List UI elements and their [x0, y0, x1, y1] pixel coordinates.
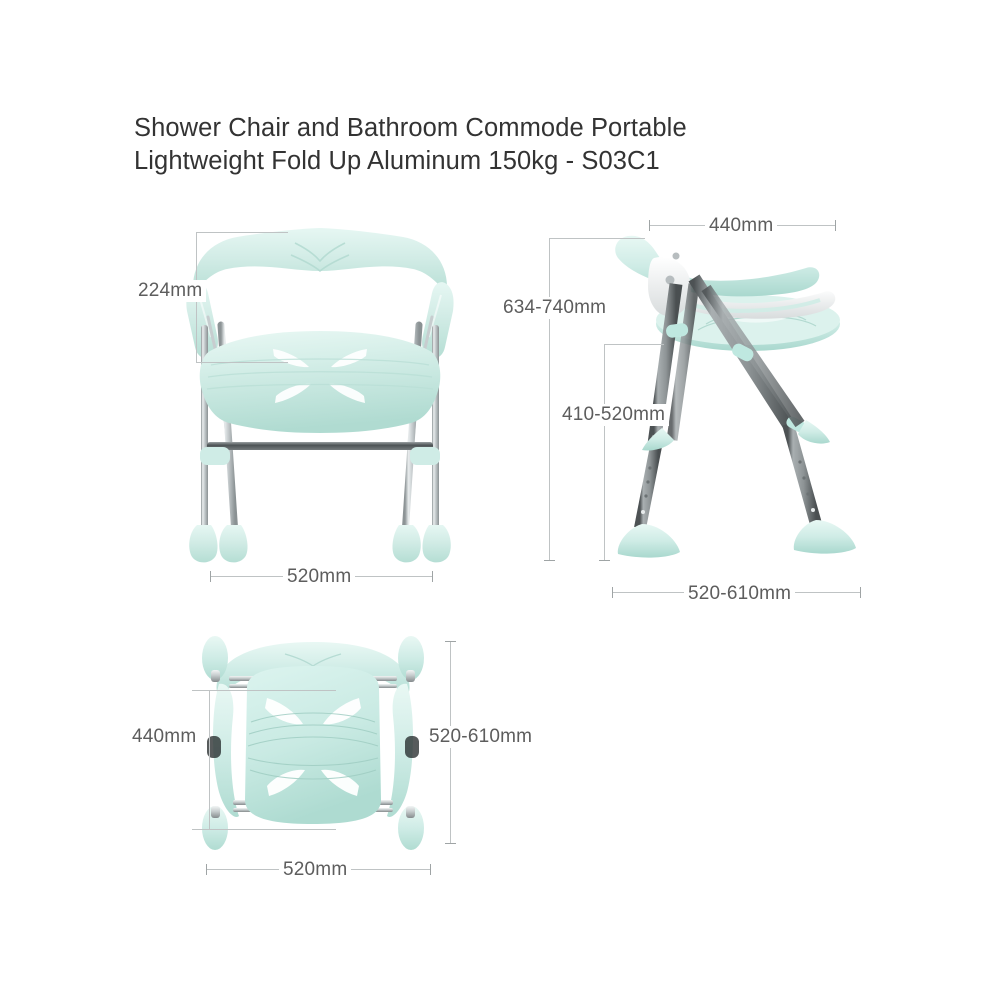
side-armrest-depth-tick-left [649, 220, 650, 231]
side-view [610, 228, 870, 568]
side-total-height-upper-ref [549, 238, 645, 239]
top-leg-ends [202, 636, 424, 850]
front-seat [199, 331, 441, 433]
top-overall-depth-tick-bottom [445, 843, 456, 844]
front-view-illustration [186, 228, 454, 563]
top-view-illustration [202, 636, 424, 850]
side-legs-front-rear-twin [642, 283, 700, 451]
front-width-tick-left [210, 571, 211, 582]
top-width-label: 520mm [279, 859, 352, 881]
top-width-tick-right [430, 864, 431, 875]
side-seat-height-tick-bottom [599, 560, 610, 561]
side-armrest-depth-label: 440mm [705, 215, 778, 237]
side-base-depth-label: 520-610mm [684, 583, 796, 605]
top-seat-depth-line [209, 690, 210, 829]
side-total-height-line [549, 238, 550, 560]
page-title-line-1: Shower Chair and Bathroom Commode Portab… [134, 114, 687, 142]
front-width-tick-right [432, 571, 433, 582]
side-view-illustration [615, 235, 856, 558]
side-armrest-upper [615, 235, 820, 297]
side-seat-height-label: 410-520mm [558, 404, 670, 426]
front-backrest-height-upper-ref [196, 232, 288, 233]
front-width-label: 520mm [283, 566, 356, 588]
top-seat-depth-label: 440mm [128, 726, 201, 748]
side-total-height-label: 634-740mm [499, 297, 611, 319]
front-armrest-right [422, 282, 454, 359]
side-seat-height-upper-ref [604, 344, 664, 345]
page-title-line-2: Lightweight Fold Up Aluminum 150kg - S03… [134, 147, 660, 175]
top-seat [245, 666, 381, 824]
top-view [185, 632, 440, 862]
side-seat-height-line [604, 344, 605, 560]
side-armrest-depth-tick-right [835, 220, 836, 231]
front-view [175, 225, 465, 575]
front-backrest-height-label: 224mm [134, 280, 207, 302]
top-overall-depth-tick-top [445, 641, 456, 642]
front-backrest-height-lower-ref [196, 362, 288, 363]
top-overall-depth-label: 520-610mm [425, 726, 537, 748]
top-seat-depth-lower-ref [192, 829, 336, 830]
front-crossbar [200, 442, 440, 465]
side-clamp-upper [666, 323, 689, 338]
side-base-depth-tick-left [612, 587, 613, 598]
side-feet [617, 520, 856, 558]
side-base-depth-tick-right [860, 587, 861, 598]
front-backrest [193, 228, 447, 295]
top-armrest-frame [213, 642, 413, 817]
side-clamp-mid [732, 343, 754, 362]
front-feet [189, 525, 451, 563]
page-title: Shower Chair and Bathroom Commode Portab… [134, 112, 894, 178]
side-total-height-tick-bottom [544, 560, 555, 561]
top-seat-depth-upper-ref [192, 690, 336, 691]
top-width-tick-left [206, 864, 207, 875]
